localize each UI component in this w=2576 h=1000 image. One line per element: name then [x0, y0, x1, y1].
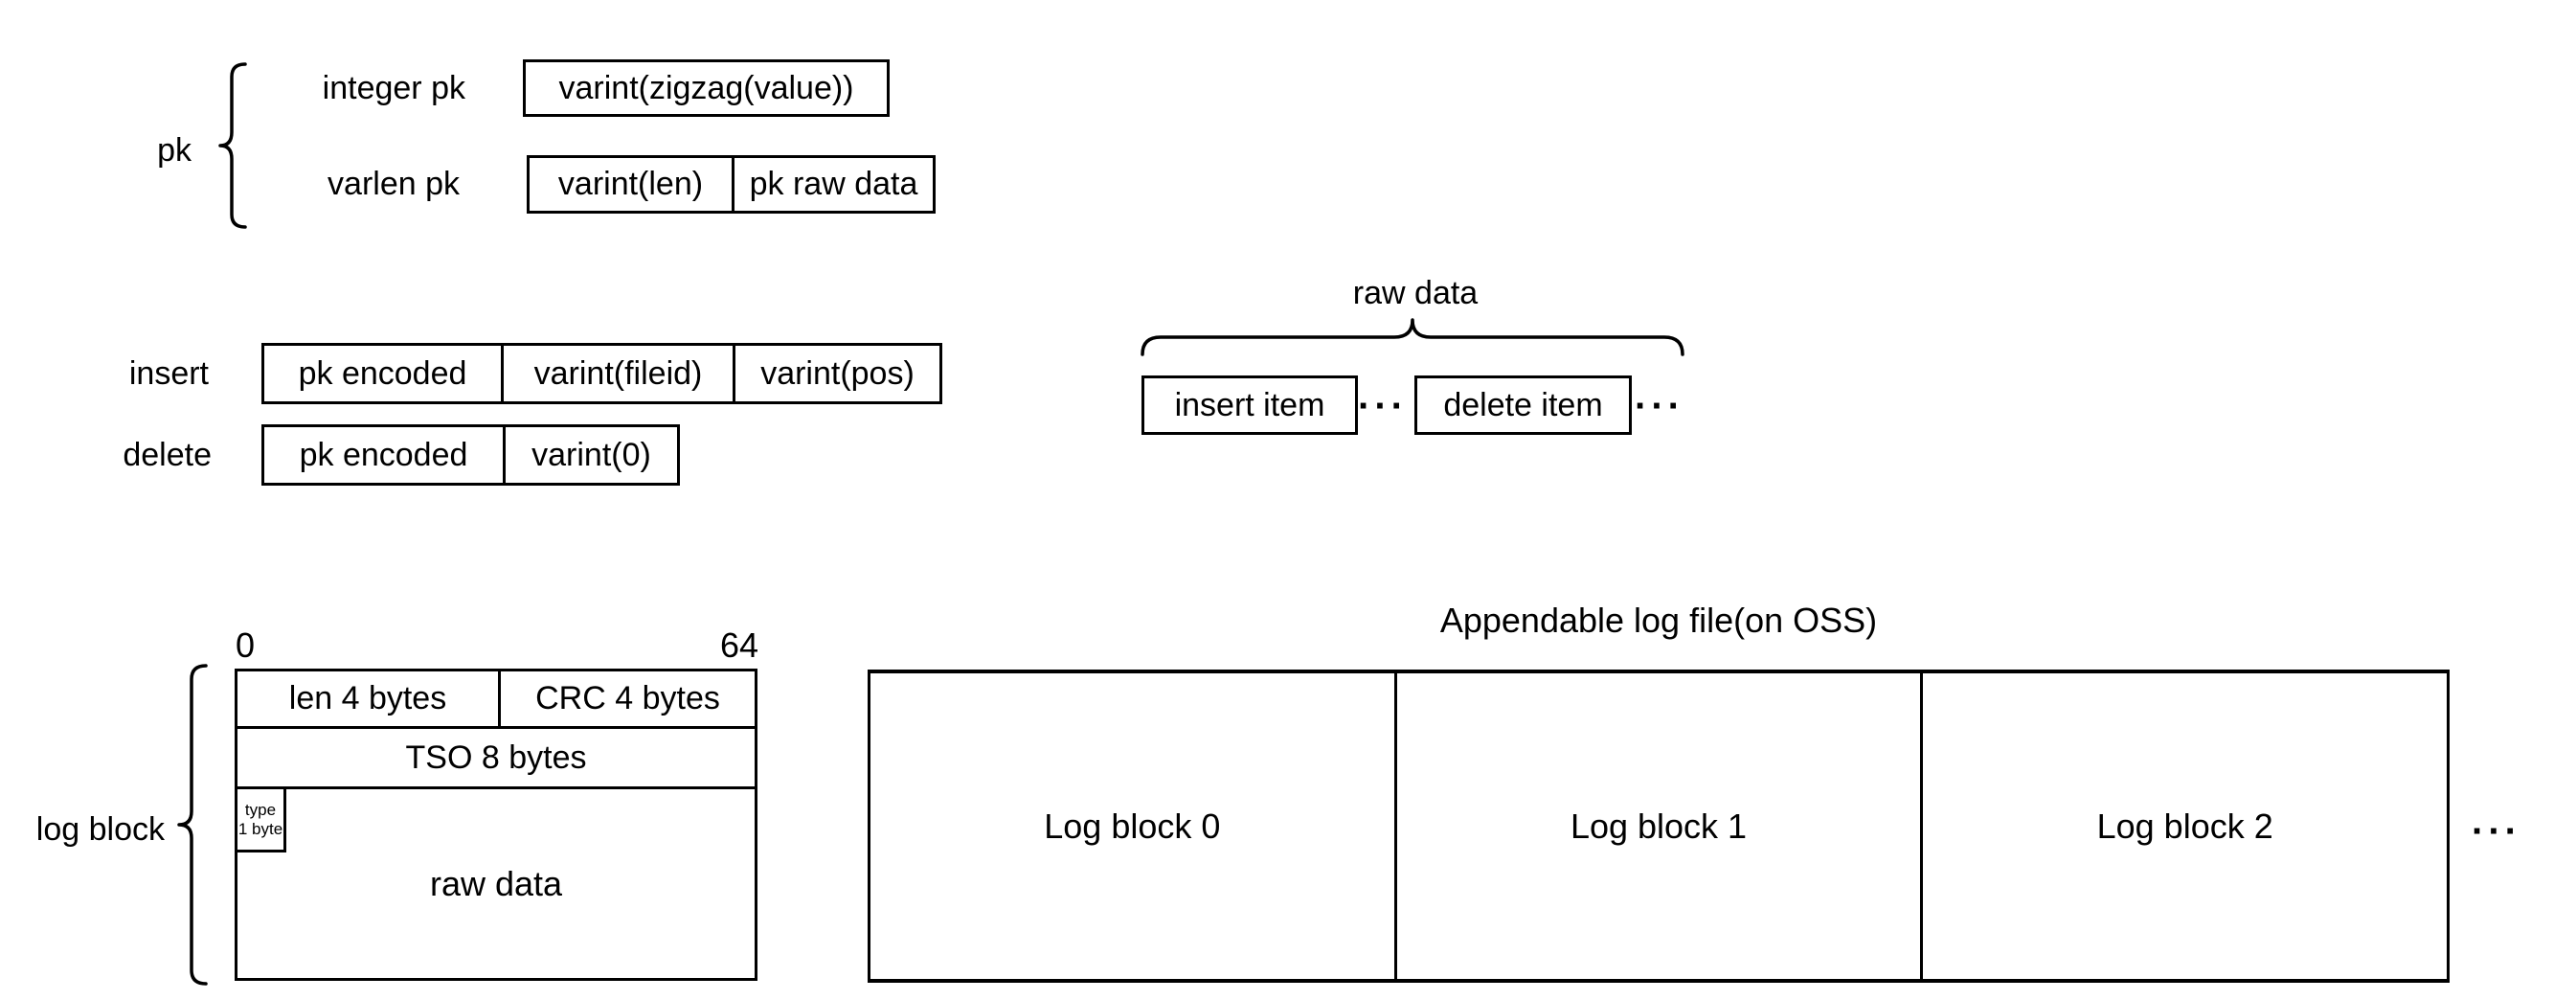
varint-zigzag-cell: varint(zigzag(value)): [558, 69, 854, 106]
pk-raw-data-cell: pk raw data: [732, 158, 933, 211]
log-block-1-cell: Log block 1: [1393, 673, 1921, 979]
varlen-pk-row-label: varlen pk: [328, 166, 460, 202]
raw-data-group-title: raw data: [1352, 275, 1479, 311]
ruler-start-label: 0: [236, 625, 256, 665]
log-block-0-cell: Log block 0: [1044, 806, 1221, 846]
appendable-log-file-title: Appendable log file(on OSS): [1439, 601, 1878, 640]
insert-record-box: pk encoded varint(fileid) varint(pos): [261, 343, 942, 404]
integer-pk-row-label: integer pk: [322, 70, 465, 106]
delete-item-ellipsis: ···: [1635, 385, 1684, 427]
len-field-cell: len 4 bytes: [288, 680, 447, 716]
appendable-ellipsis: ···: [2472, 810, 2521, 852]
log-block-body-row: type 1 byte raw data: [237, 789, 755, 978]
insert-item-box: insert item: [1141, 375, 1358, 435]
appendable-log-file-box: Log block 0 Log block 1 Log block 2: [868, 670, 2450, 983]
tso-field-cell: TSO 8 bytes: [237, 729, 755, 789]
varlen-pk-encoding-box: varint(len) pk raw data: [527, 155, 936, 214]
insert-varint-fileid-cell: varint(fileid): [501, 346, 733, 401]
log-block-curly-brace: [177, 664, 208, 986]
log-block-section-label: log block: [35, 811, 165, 848]
type-field-line1: type: [244, 800, 277, 819]
crc-field-cell: CRC 4 bytes: [498, 671, 755, 726]
insert-item-ellipsis: ···: [1358, 385, 1408, 427]
delete-row-label: delete: [123, 437, 212, 473]
raw-data-overbrace: [1141, 318, 1684, 356]
log-block-header-row: len 4 bytes CRC 4 bytes: [237, 671, 755, 729]
pk-section-label: pk: [157, 132, 192, 169]
log-block-layout-box: len 4 bytes CRC 4 bytes TSO 8 bytes type…: [235, 669, 757, 981]
delete-item-box: delete item: [1414, 375, 1632, 435]
delete-varint-zero-cell: varint(0): [503, 427, 677, 483]
ruler-end-label: 64: [719, 625, 758, 665]
insert-row-label: insert: [128, 355, 209, 392]
insert-item-label: insert item: [1174, 386, 1325, 423]
delete-pk-encoded-cell: pk encoded: [299, 436, 468, 473]
type-field-cell: type 1 byte: [237, 789, 286, 852]
varint-len-cell: varint(len): [557, 166, 704, 202]
insert-varint-pos-cell: varint(pos): [733, 346, 939, 401]
type-field-line2: 1 byte: [237, 819, 283, 838]
integer-pk-encoding-box: varint(zigzag(value)): [523, 59, 890, 117]
log-block-2-cell: Log block 2: [1920, 673, 2447, 979]
pk-left-curly-brace: [218, 62, 247, 229]
delete-record-box: pk encoded varint(0): [261, 424, 680, 486]
delete-item-label: delete item: [1443, 386, 1603, 423]
log-block-raw-data-cell: raw data: [429, 863, 563, 903]
insert-pk-encoded-cell: pk encoded: [298, 354, 467, 392]
